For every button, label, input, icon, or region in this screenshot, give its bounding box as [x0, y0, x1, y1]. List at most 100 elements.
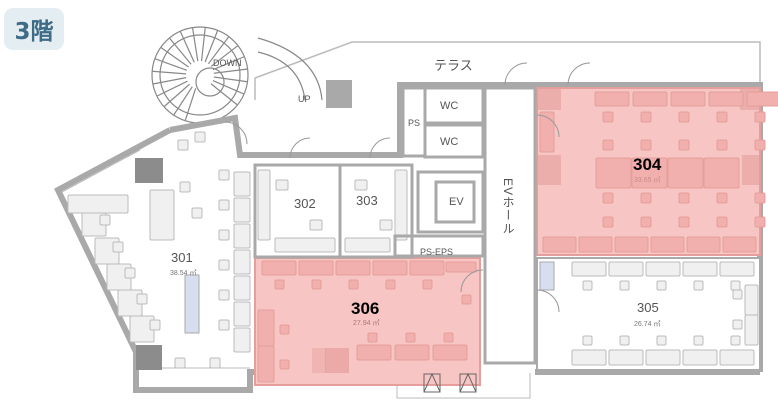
- desk: [394, 344, 430, 361]
- desk: [571, 349, 607, 366]
- chair: [602, 139, 614, 151]
- chair: [693, 335, 704, 346]
- desk: [650, 236, 685, 253]
- chair: [275, 179, 289, 191]
- chair: [99, 214, 111, 226]
- stair-tread: [156, 80, 188, 97]
- desk: [298, 260, 334, 276]
- chair: [443, 332, 454, 343]
- desk: [257, 309, 275, 347]
- desk: [67, 194, 129, 214]
- desk: [445, 261, 477, 273]
- chair: [177, 139, 189, 151]
- chair: [179, 181, 191, 193]
- chair: [354, 179, 368, 191]
- stair-tread: [168, 37, 192, 65]
- wc1-label: WC: [440, 100, 459, 112]
- chair: [309, 219, 323, 231]
- stair-tread: [184, 88, 197, 121]
- desk: [274, 237, 336, 253]
- chair: [218, 289, 230, 301]
- chair: [422, 279, 433, 290]
- desk: [356, 344, 392, 361]
- desk: [682, 261, 718, 277]
- stair-tread: [204, 30, 219, 63]
- chair: [209, 357, 221, 369]
- chair: [716, 111, 728, 123]
- desk: [608, 261, 644, 277]
- stair-tread: [179, 31, 195, 63]
- terrace: [254, 41, 761, 100]
- ps-label: PS: [408, 118, 421, 128]
- chair: [693, 280, 704, 291]
- stair-tread: [152, 70, 187, 75]
- chair: [348, 279, 359, 290]
- stair-tread: [163, 83, 190, 108]
- chair: [311, 279, 322, 290]
- desk: [667, 157, 704, 189]
- stair-tread: [210, 45, 239, 67]
- room-305-number: 305: [637, 300, 659, 315]
- desk: [233, 301, 251, 327]
- stair-tread: [191, 27, 199, 62]
- stair-tread: [213, 76, 248, 83]
- chair: [279, 359, 290, 370]
- desk: [614, 236, 649, 253]
- chair: [582, 280, 593, 291]
- chair: [640, 192, 652, 204]
- chair: [640, 111, 652, 123]
- chair: [191, 207, 203, 219]
- stair-tread: [173, 86, 193, 116]
- floor-badge: 3階: [4, 8, 64, 50]
- stair-tread: [213, 68, 248, 74]
- chair: [716, 216, 728, 228]
- chair: [619, 335, 630, 346]
- chair: [582, 335, 593, 346]
- room-304-number: 304: [633, 155, 662, 174]
- partition: [394, 169, 408, 241]
- ps-eps-label: PS-EPS: [420, 247, 454, 257]
- chair: [640, 216, 652, 228]
- counter: [539, 111, 555, 153]
- desk: [703, 157, 740, 189]
- ev-label: EV: [449, 196, 464, 208]
- room-304-size: 33.65 ㎡: [634, 177, 661, 184]
- desk: [233, 223, 251, 249]
- chair: [619, 280, 630, 291]
- chair: [678, 192, 690, 204]
- chair: [678, 111, 690, 123]
- chair: [732, 319, 743, 330]
- chair: [112, 241, 124, 253]
- stair-tread: [200, 27, 206, 62]
- desk: [594, 91, 630, 107]
- desk: [645, 261, 681, 277]
- desk: [149, 189, 175, 241]
- room-306-number: 306: [351, 299, 380, 318]
- chair: [124, 267, 136, 279]
- chair: [218, 259, 230, 271]
- chair: [385, 279, 396, 290]
- stair-tread: [207, 36, 230, 65]
- chair: [136, 293, 148, 305]
- wc2-label: WC: [440, 136, 459, 148]
- desk: [344, 237, 391, 253]
- chair: [602, 111, 614, 123]
- desk: [632, 91, 668, 107]
- stair-tread: [160, 46, 189, 68]
- desk: [744, 284, 759, 316]
- chair: [754, 216, 766, 228]
- desk: [631, 157, 668, 189]
- desk: [744, 314, 759, 346]
- chair: [194, 131, 206, 143]
- stair-down-label: DOWN: [213, 58, 242, 68]
- desk: [261, 260, 297, 276]
- room-302-number: 302: [294, 196, 316, 211]
- desk: [233, 197, 251, 223]
- chair: [754, 192, 766, 204]
- building-core: [393, 86, 537, 365]
- desk: [670, 91, 706, 107]
- chair: [218, 319, 230, 331]
- chair: [730, 280, 741, 291]
- chair: [640, 139, 652, 151]
